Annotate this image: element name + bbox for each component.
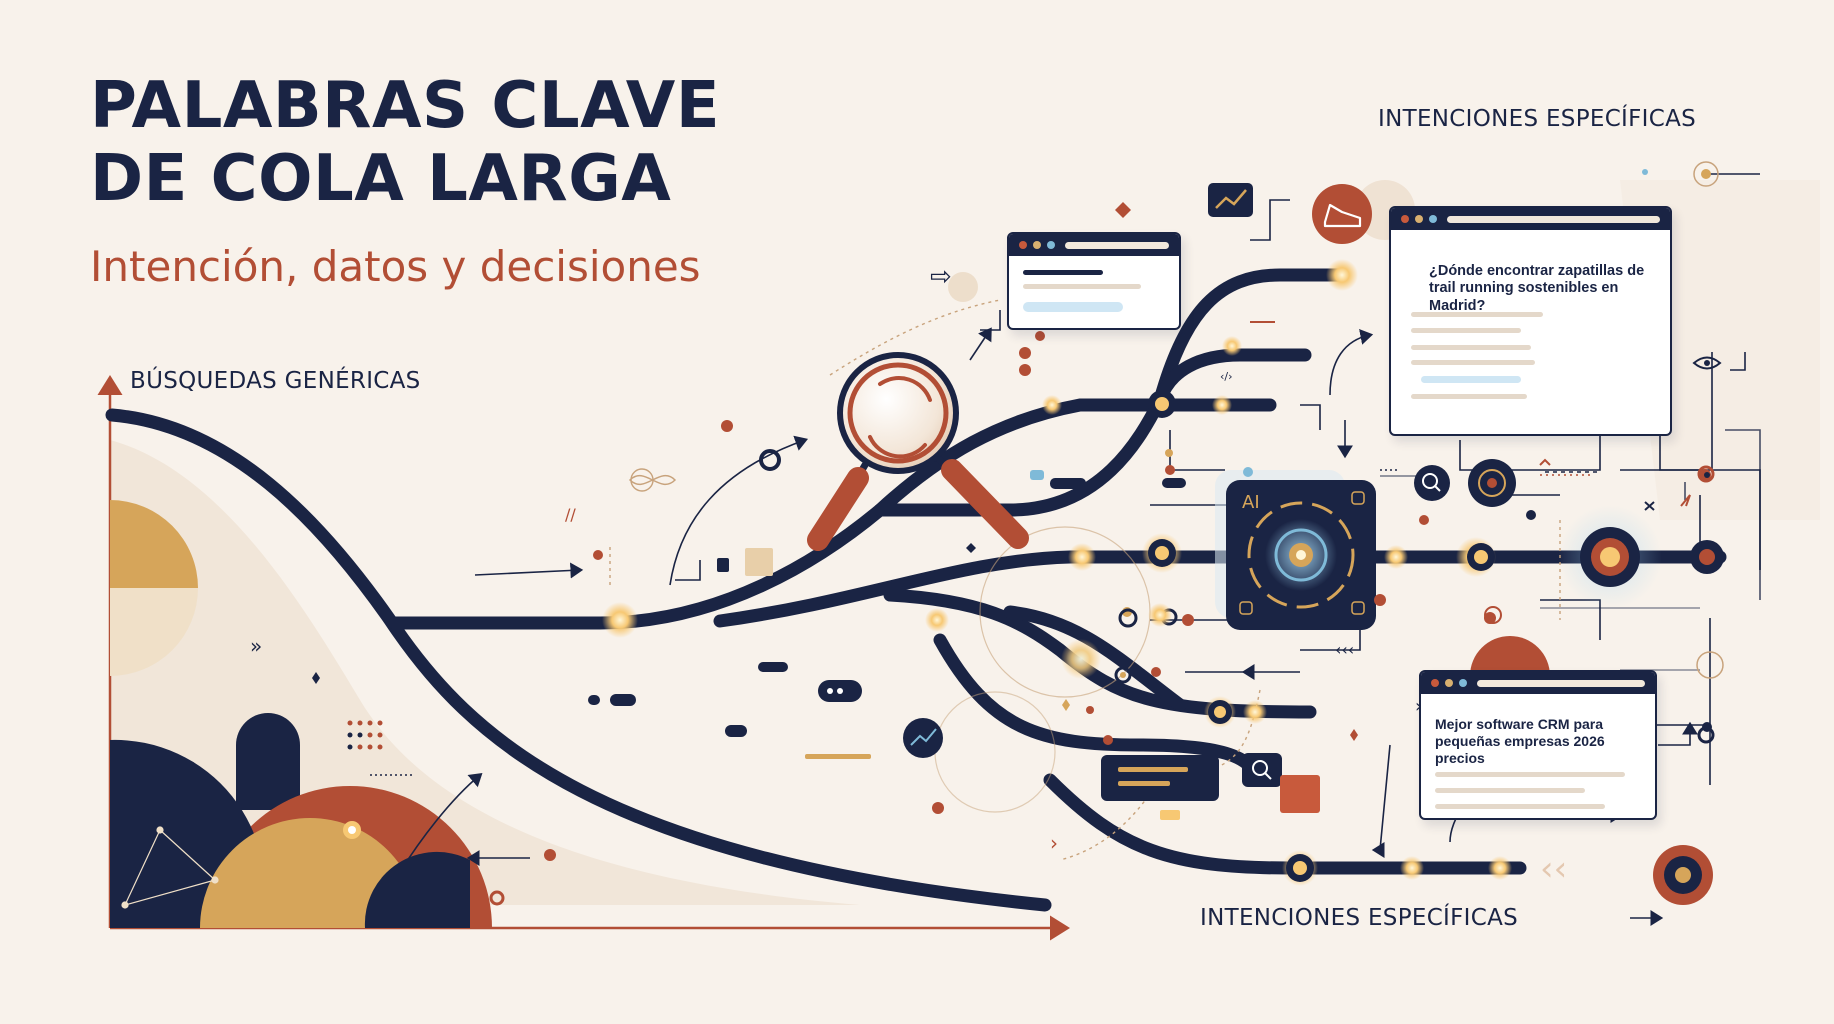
- search-icon: [1414, 465, 1450, 501]
- half-disc-accent: [1470, 636, 1550, 676]
- decorative-marks: » // ‹‹‹ ‹‹ › › ‹/› ⇨: [250, 202, 1691, 889]
- title-line-1: PALABRAS CLAVE: [90, 69, 721, 143]
- crm-query-text: Mejor software CRM para pequeñas empresa…: [1435, 716, 1605, 766]
- x-axis-label: INTENCIONES ESPECÍFICAS: [1200, 905, 1519, 931]
- search-query-card: ¿Dónde encontrar zapatillas de trail run…: [1389, 206, 1672, 436]
- ring-nodes: [759, 390, 1495, 882]
- target-icon: [1653, 845, 1713, 905]
- browser-card-small: [1007, 232, 1181, 330]
- svg-text:‹/›: ‹/›: [1220, 370, 1233, 383]
- ai-chip-label: AI: [1242, 492, 1260, 513]
- title-line-2: DE COLA LARGA: [90, 141, 672, 216]
- curved-arrows: [399, 327, 1761, 926]
- square-accent: [717, 558, 729, 572]
- square-accent: [745, 548, 773, 576]
- eye-icon: [1692, 356, 1722, 370]
- search-icon: [1242, 753, 1282, 787]
- page-subtitle: Intención, datos y decisiones: [90, 242, 701, 291]
- decorative-shapes: [110, 500, 492, 928]
- magnifier-icon: [807, 352, 1029, 551]
- page-title: PALABRAS CLAVE DE COLA LARGA: [90, 70, 720, 216]
- svg-text://: //: [565, 505, 576, 524]
- svg-text:»: »: [250, 634, 262, 658]
- top-right-label: INTENCIONES ESPECÍFICAS: [1378, 106, 1697, 132]
- ai-chip-icon: AI: [1215, 470, 1376, 630]
- square-accent: [1280, 775, 1320, 813]
- svg-text:‹‹: ‹‹: [1540, 849, 1567, 889]
- svg-text:›: ›: [1415, 696, 1422, 717]
- chart-trend-icon: [903, 718, 943, 758]
- svg-text:‹‹‹: ‹‹‹: [1335, 640, 1354, 659]
- y-axis-label: BÚSQUEDAS GENÉRICAS: [130, 368, 421, 394]
- search-query-text: ¿Dónde encontrar zapatillas de trail run…: [1429, 263, 1645, 314]
- svg-text:›: ›: [1050, 831, 1058, 855]
- target-node: [1558, 505, 1724, 609]
- pill-shapes: [588, 470, 1219, 820]
- shoe-icon: [1312, 184, 1372, 244]
- target-icon: [1468, 459, 1516, 507]
- svg-text:⇨: ⇨: [930, 262, 952, 292]
- chart-trend-icon: [1208, 183, 1253, 217]
- crm-query-card: Mejor software CRM para pequeñas empresa…: [1419, 670, 1657, 820]
